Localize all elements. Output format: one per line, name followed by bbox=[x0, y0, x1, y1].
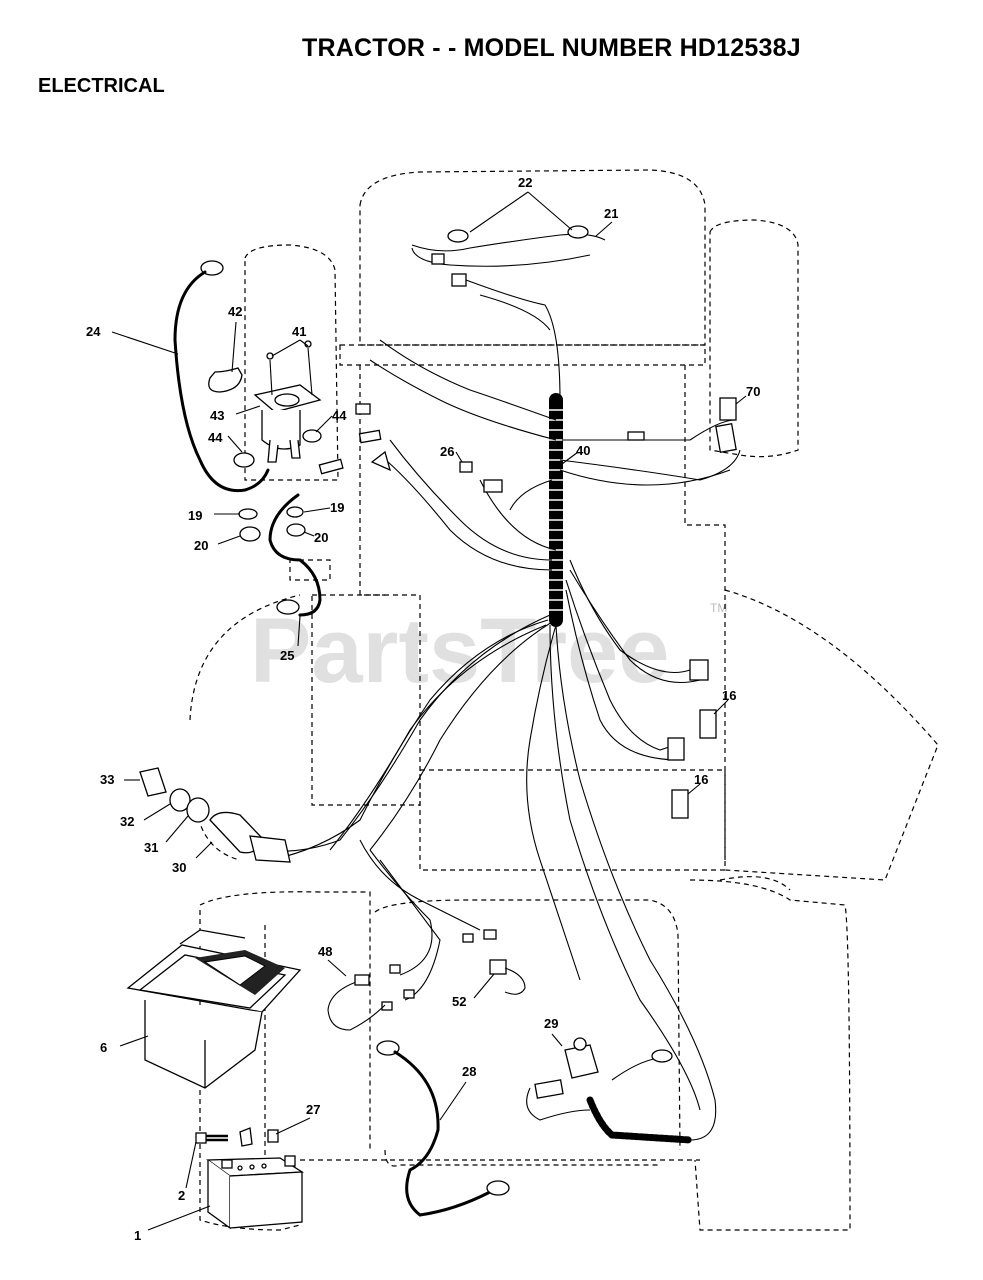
watermark-tm: TM bbox=[710, 601, 727, 615]
callout-24: 24 bbox=[86, 324, 101, 339]
leader-lines bbox=[111, 191, 747, 1231]
battery-cable-24 bbox=[173, 260, 270, 493]
watermark: PartsTree bbox=[250, 600, 669, 702]
tractor-outline bbox=[189, 169, 939, 1231]
switch-48-wire bbox=[327, 979, 386, 1031]
callout-41: 41 bbox=[292, 324, 306, 339]
callout-30: 30 bbox=[172, 860, 186, 875]
callout-20-left: 20 bbox=[194, 538, 208, 553]
connector-16-upper bbox=[699, 709, 717, 739]
nut-20-right bbox=[286, 523, 306, 537]
nut-27 bbox=[239, 1127, 279, 1147]
nut-44-right bbox=[302, 429, 322, 443]
battery-box-6 bbox=[126, 929, 302, 1089]
ground-cable-28 bbox=[376, 1040, 510, 1217]
nut-20-left bbox=[239, 526, 261, 542]
solenoid-43 bbox=[253, 340, 322, 463]
nut-32 bbox=[169, 788, 191, 812]
callout-6: 6 bbox=[100, 1040, 107, 1055]
callout-25: 25 bbox=[280, 648, 294, 663]
key-33 bbox=[139, 767, 167, 797]
seat-switch-29 bbox=[526, 1037, 694, 1144]
callout-27: 27 bbox=[306, 1102, 320, 1117]
connector-70 bbox=[719, 397, 737, 421]
callout-21: 21 bbox=[604, 206, 618, 221]
callout-labels: 22 21 24 42 41 43 44 44 19 20 19 20 25 2… bbox=[86, 175, 760, 1243]
callout-44-right: 44 bbox=[332, 408, 347, 423]
battery-1 bbox=[206, 1155, 305, 1230]
callout-22: 22 bbox=[518, 175, 532, 190]
switch-48 bbox=[354, 974, 370, 986]
callout-52: 52 bbox=[452, 994, 466, 1009]
callout-40: 40 bbox=[576, 443, 590, 458]
callout-29: 29 bbox=[544, 1016, 558, 1031]
callout-16-upper: 16 bbox=[722, 688, 736, 703]
nut-44-left bbox=[233, 452, 255, 468]
callout-28: 28 bbox=[462, 1064, 476, 1079]
callout-44-left: 44 bbox=[208, 430, 223, 445]
callout-26: 26 bbox=[440, 444, 454, 459]
headlight-assembly bbox=[411, 225, 606, 401]
washer-19-right bbox=[286, 506, 304, 518]
callout-16-lower: 16 bbox=[694, 772, 708, 787]
callout-70: 70 bbox=[746, 384, 760, 399]
connector-52 bbox=[489, 959, 507, 975]
callout-43: 43 bbox=[210, 408, 224, 423]
callout-20-right: 20 bbox=[314, 530, 328, 545]
bezel-31 bbox=[186, 797, 210, 823]
callout-42: 42 bbox=[228, 304, 242, 319]
callout-33: 33 bbox=[100, 772, 114, 787]
callout-31: 31 bbox=[144, 840, 158, 855]
callout-19-right: 19 bbox=[330, 500, 344, 515]
callout-2: 2 bbox=[178, 1188, 185, 1203]
connectors bbox=[318, 397, 737, 1011]
ignition-switch-assembly bbox=[139, 767, 291, 863]
connector-26 bbox=[459, 461, 473, 473]
washer-19-left bbox=[238, 508, 258, 520]
boot-42 bbox=[208, 367, 243, 393]
cable-25 bbox=[268, 493, 322, 617]
callout-1: 1 bbox=[134, 1228, 141, 1243]
callout-19-left: 19 bbox=[188, 508, 202, 523]
callout-48: 48 bbox=[318, 944, 332, 959]
section-title: ELECTRICAL bbox=[38, 75, 165, 97]
connector-16-lower bbox=[671, 789, 689, 819]
page-title: TRACTOR - - MODEL NUMBER HD12538J bbox=[302, 34, 801, 62]
callout-32: 32 bbox=[120, 814, 134, 829]
wiring-harness bbox=[259, 339, 741, 1141]
bolt-2 bbox=[195, 1132, 228, 1144]
